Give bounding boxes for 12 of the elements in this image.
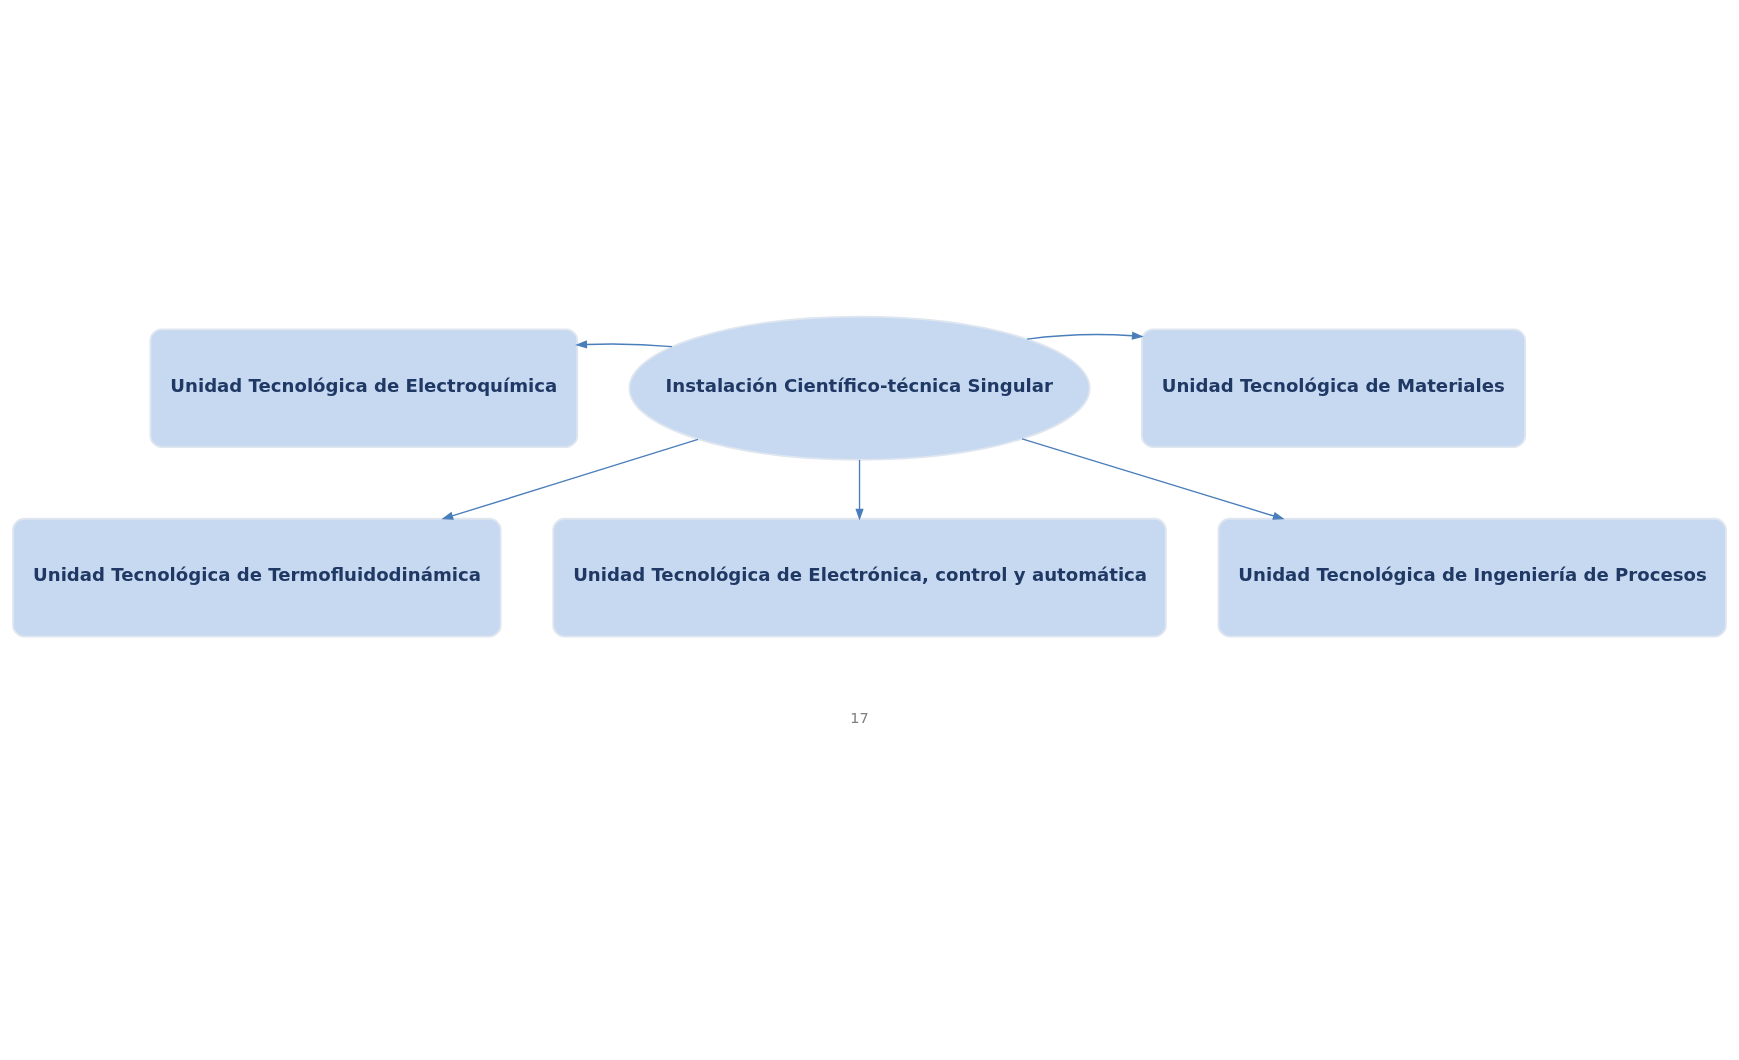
- node-box: Unidad Tecnológica de Materiales: [1140, 327, 1527, 448]
- node-box: Unidad Tecnológica de Termofluidodinámica: [12, 517, 502, 637]
- arrow: [1026, 331, 1144, 340]
- arrow: [855, 458, 864, 521]
- node-box: Unidad Tecnológica de Electroquímica: [149, 327, 579, 448]
- node-ellipse: Instalación Científico-técnica Singular: [628, 315, 1091, 461]
- label: 17: [850, 709, 869, 726]
- node-box: Unidad Tecnológica de Ingeniería de Procesos: [1217, 517, 1727, 637]
- arrow: [575, 339, 673, 349]
- node-box: Unidad Tecnológica de Electrónica, control y automática: [552, 517, 1167, 637]
- arrow: [1021, 437, 1285, 520]
- arrow: [441, 438, 699, 520]
